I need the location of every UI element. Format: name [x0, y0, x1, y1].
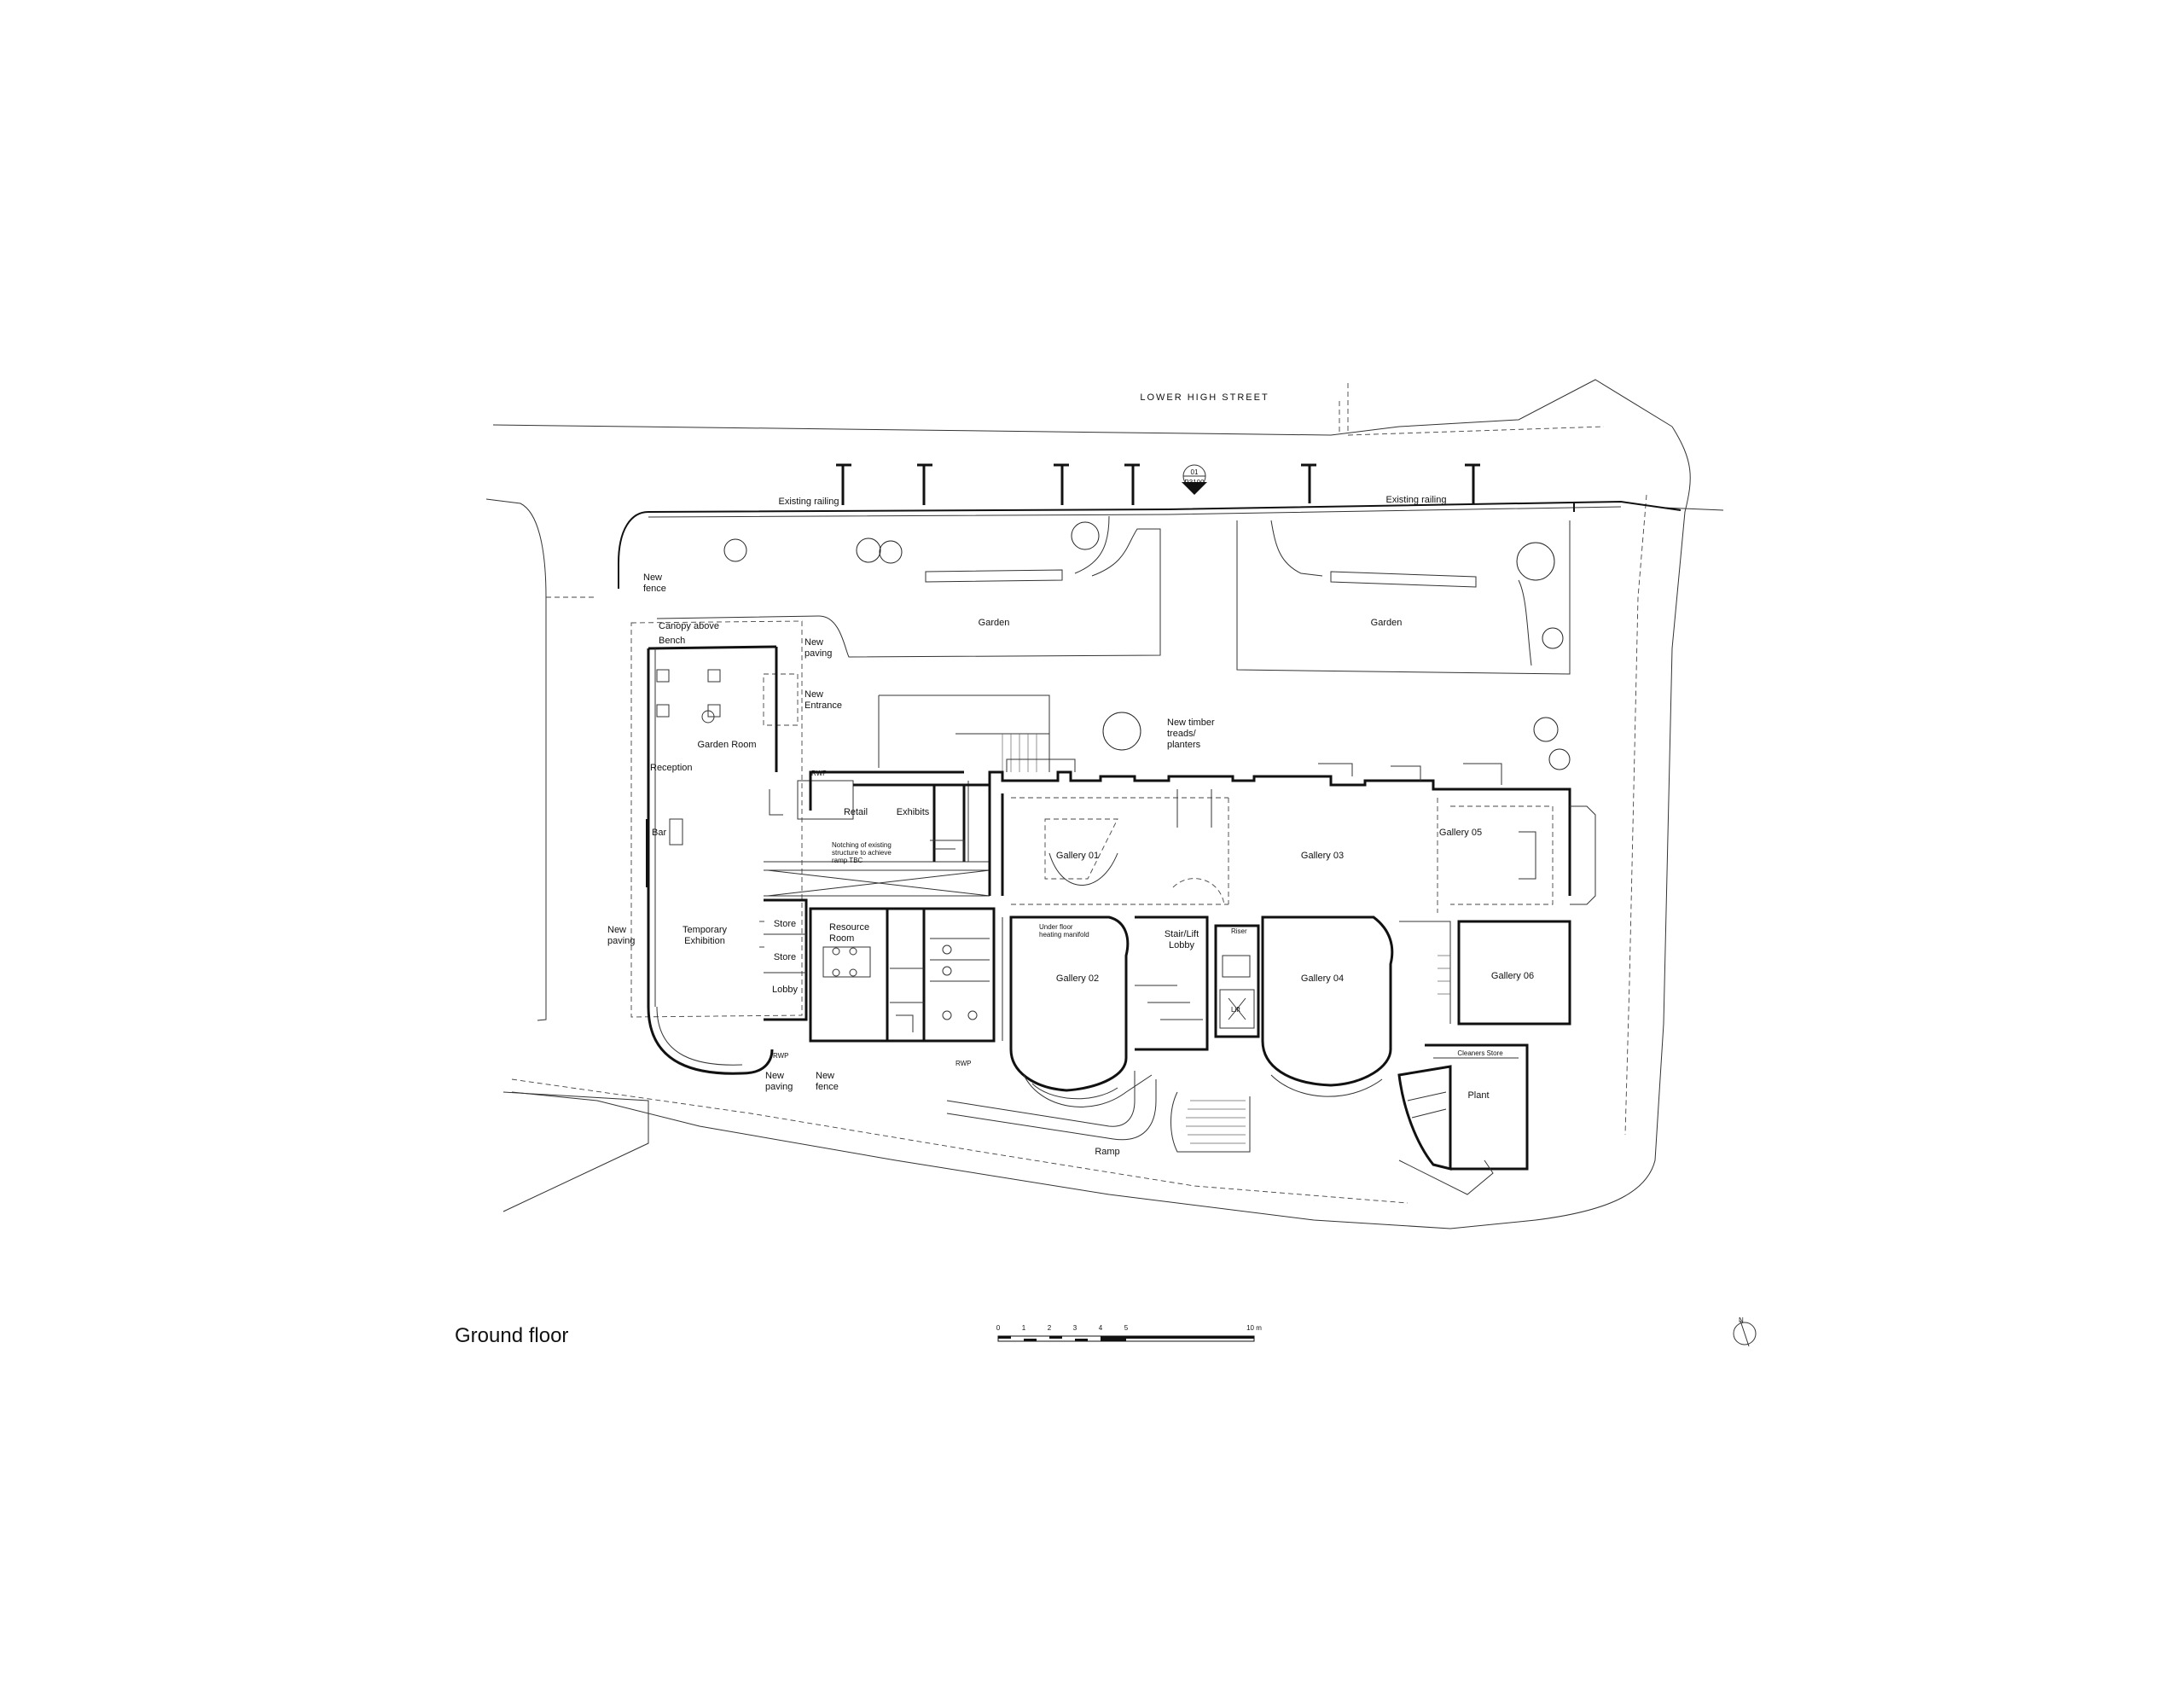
new-timber-label: treads/	[1167, 729, 1197, 739]
main-building	[964, 758, 1596, 1195]
gallery-03-label: Gallery 03	[1301, 851, 1344, 861]
stair-lift-lobby-label: Lobby	[1169, 940, 1194, 950]
resource-room-label: Resource	[829, 922, 869, 933]
cleaners-store-label: Cleaners Store	[1457, 1049, 1503, 1057]
scale-bar: 0 1 2 3 4 5 10 m	[996, 1324, 1262, 1342]
new-paving-label: paving	[765, 1082, 793, 1092]
drawing-title: Ground floor	[455, 1324, 569, 1347]
site-context	[485, 379, 1724, 1229]
riser-label: Riser	[1231, 927, 1247, 935]
retail-label: Retail	[844, 807, 868, 817]
street-label: LOWER HIGH STREET	[1140, 392, 1269, 403]
temporary-exhibition-label: Exhibition	[684, 936, 725, 946]
notching-note: Notching of existing	[832, 841, 892, 849]
new-paving-label: paving	[607, 936, 635, 946]
new-paving-label: paving	[804, 648, 832, 659]
existing-railing-label: Existing railing	[1386, 495, 1447, 505]
resource-room-wc-block	[809, 907, 996, 1043]
garden-label: Garden	[1371, 618, 1403, 628]
gallery-02-label: Gallery 02	[1056, 973, 1099, 984]
scale-tick: 3	[1073, 1324, 1077, 1332]
scale-tick: 0	[996, 1324, 1001, 1332]
reception-label: Reception	[650, 763, 693, 773]
gallery-06-label: Gallery 06	[1491, 971, 1534, 981]
ramp	[946, 1071, 1251, 1153]
new-fence-label: New	[816, 1071, 834, 1081]
bench-label: Bench	[659, 636, 685, 646]
plan-labels: LOWER HIGH STREET Existing railing Exist…	[607, 392, 1534, 1157]
existing-railing	[618, 463, 1682, 589]
new-paving-label: New	[607, 925, 626, 935]
new-entrance-label: New	[804, 689, 823, 700]
scale-end-label: 10 m	[1246, 1324, 1262, 1332]
new-timber-label: New timber	[1167, 718, 1215, 728]
notching-note: ramp TBC	[832, 857, 863, 864]
section-marker: 01 P3100	[1182, 464, 1207, 495]
gallery-01-label: Gallery 01	[1056, 851, 1099, 861]
lobby-label: Lobby	[772, 985, 798, 995]
new-fence-label: New	[643, 572, 662, 583]
new-fence-label: fence	[816, 1082, 839, 1092]
scale-tick: 4	[1099, 1324, 1103, 1332]
store-label: Store	[774, 919, 796, 929]
gallery-04-label: Gallery 04	[1301, 973, 1344, 984]
garden-room-pavilion	[630, 620, 808, 1075]
scale-tick: 5	[1124, 1324, 1129, 1332]
plant-label: Plant	[1467, 1090, 1489, 1101]
canopy-above-label: Canopy above	[659, 621, 719, 631]
rwp-label: RWP	[773, 1052, 789, 1060]
rwp-label: RWP	[956, 1060, 972, 1067]
existing-railing-label: Existing railing	[779, 497, 839, 507]
rwp-label: RWP	[811, 770, 828, 777]
new-paving-label: New	[804, 637, 823, 648]
lift-label: Lift	[1231, 1006, 1240, 1014]
scale-tick: 1	[1022, 1324, 1026, 1332]
scale-tick: 2	[1048, 1324, 1052, 1332]
tables	[656, 669, 721, 724]
section-marker-number: 01	[1191, 468, 1199, 476]
temporary-exhibition-label: Temporary	[682, 925, 727, 935]
garden-room-label: Garden Room	[697, 740, 756, 750]
section-marker-sheet: P3100	[1184, 479, 1205, 486]
store-label: Store	[774, 952, 796, 962]
gallery-05-label: Gallery 05	[1439, 828, 1482, 838]
garden-areas	[656, 515, 1571, 675]
bar-label: Bar	[652, 828, 666, 838]
underfloor-note: Under floor	[1039, 923, 1073, 931]
notching-note: structure to achieve	[832, 849, 892, 857]
new-timber-label: planters	[1167, 740, 1201, 750]
trees	[723, 521, 1571, 770]
ramp-label: Ramp	[1095, 1147, 1119, 1157]
north-label: N	[1739, 1316, 1744, 1324]
resource-room-label: Room	[829, 933, 854, 944]
new-entrance-label: Entrance	[804, 700, 842, 711]
new-fence-label: fence	[643, 584, 666, 594]
north-arrow-icon: N	[1733, 1316, 1757, 1347]
link-block	[764, 694, 1050, 897]
underfloor-note: heating manifold	[1039, 931, 1089, 939]
new-paving-label: New	[765, 1071, 784, 1081]
garden-label: Garden	[979, 618, 1010, 628]
stair-lift-lobby-label: Stair/Lift	[1165, 929, 1199, 939]
exhibits-label: Exhibits	[897, 807, 930, 817]
